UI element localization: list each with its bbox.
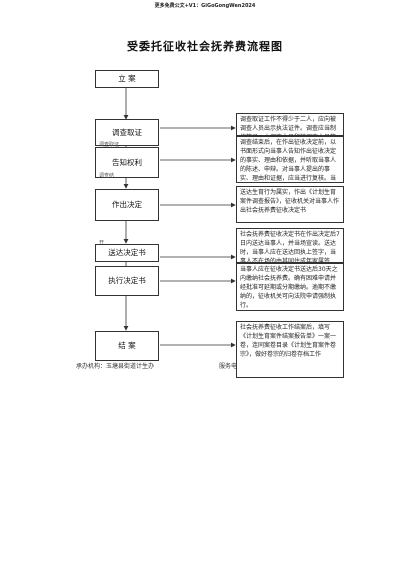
overlap-fragment: 调查结 <box>99 173 115 179</box>
promo-header: 更多免费公文+V1：GiGoGongWen2024 <box>154 3 256 9</box>
step-close: 结 案 <box>95 331 159 361</box>
step-enforce: 执行决定书 <box>95 266 159 296</box>
note-notify: 调查结束后，在作出征收决定前，以书面形式向当事人告知作出征收决定的事实、理由和依… <box>236 136 344 183</box>
note-close: 社会抚养费征收工作结案后，填写《计划生育案件结案报告单》一案一卷，连同案卷目录《… <box>236 321 344 378</box>
step-deliver: 送达决定书 <box>95 244 159 262</box>
page-title: 受委托征收社会抚养费流程图 <box>127 40 283 53</box>
note-investigate: 调查取证工作不得少于二人，应向被调查人员出示执法证件。调查应当制作笔录，由调查人… <box>236 113 344 136</box>
overlap-fragment: 开 <box>99 240 105 246</box>
overlap-fragment: 调查取证 <box>99 142 120 148</box>
step-case-filing: 立 案 <box>95 70 159 88</box>
footer-phone: 服务电 <box>219 363 238 370</box>
footer-agency: 承办机构：玉塘县街道计生办 <box>76 363 155 370</box>
step-notify-rights: 告知权利 <box>95 147 159 178</box>
note-decide: 送达生育行为属实，作出《计划生育案件调查报告》，征收机关对当事人作出社会抚养费征… <box>236 186 344 223</box>
note-deliver: 社会抚养费征收决定书在作出决定后7日内送达当事人，并当场宣读。送达时，当事人应在… <box>236 228 344 263</box>
step-investigate: 调查取证 <box>95 119 159 146</box>
step-decide: 作出决定 <box>95 189 159 221</box>
note-enforce: 当事人应在征收决定书送达后30天之内缴纳社会抚养费。确有困难申请并经批准可延期或… <box>236 263 344 311</box>
